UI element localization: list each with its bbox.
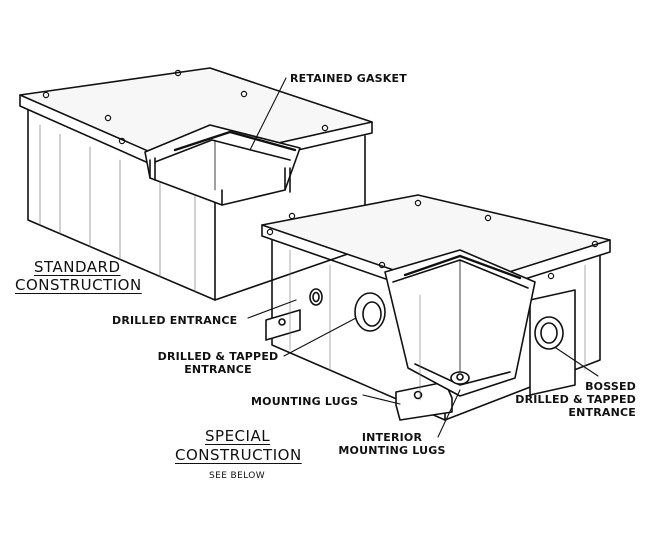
heading-standard-construction: CONSTRUCTION bbox=[15, 276, 142, 294]
heading-special-construction: CONSTRUCTION bbox=[175, 446, 302, 464]
label-drilled-entrance: DRILLED ENTRANCE bbox=[112, 314, 238, 327]
tapped-entrance-hole bbox=[354, 292, 386, 332]
label-mounting-lugs: MOUNTING LUGS bbox=[251, 395, 359, 408]
label-bossed-drilled-tapped: BOSSED DRILLED & TAPPED ENTRANCE bbox=[506, 380, 636, 419]
label-interior-line1: INTERIOR bbox=[361, 431, 423, 444]
label-retained-gasket: RETAINED GASKET bbox=[290, 72, 407, 85]
heading-standard: STANDARD bbox=[34, 258, 121, 276]
standard-enclosure bbox=[19, 67, 373, 301]
label-drilled-tapped-line1: DRILLED & TAPPED bbox=[157, 350, 279, 363]
label-drilled-tapped-line2: ENTRANCE bbox=[184, 363, 252, 376]
label-interior-mounting-lugs: INTERIOR MOUNTING LUGS bbox=[336, 431, 448, 457]
drilled-entrance-hole bbox=[309, 288, 323, 306]
see-below-note: SEE BELOW bbox=[209, 471, 266, 481]
label-bossed-line2: DRILLED & TAPPED bbox=[515, 393, 636, 406]
label-bossed-line3: ENTRANCE bbox=[568, 406, 636, 419]
label-bossed-line1: BOSSED bbox=[585, 380, 636, 393]
label-interior-line2: MOUNTING LUGS bbox=[338, 444, 446, 457]
label-drilled-tapped-entrance: DRILLED & TAPPED ENTRANCE bbox=[152, 350, 284, 376]
heading-special: SPECIAL bbox=[205, 427, 271, 445]
standard-body bbox=[27, 109, 216, 301]
interior-lug bbox=[450, 371, 470, 385]
leader-lines bbox=[247, 77, 599, 438]
special-enclosure bbox=[261, 194, 611, 421]
